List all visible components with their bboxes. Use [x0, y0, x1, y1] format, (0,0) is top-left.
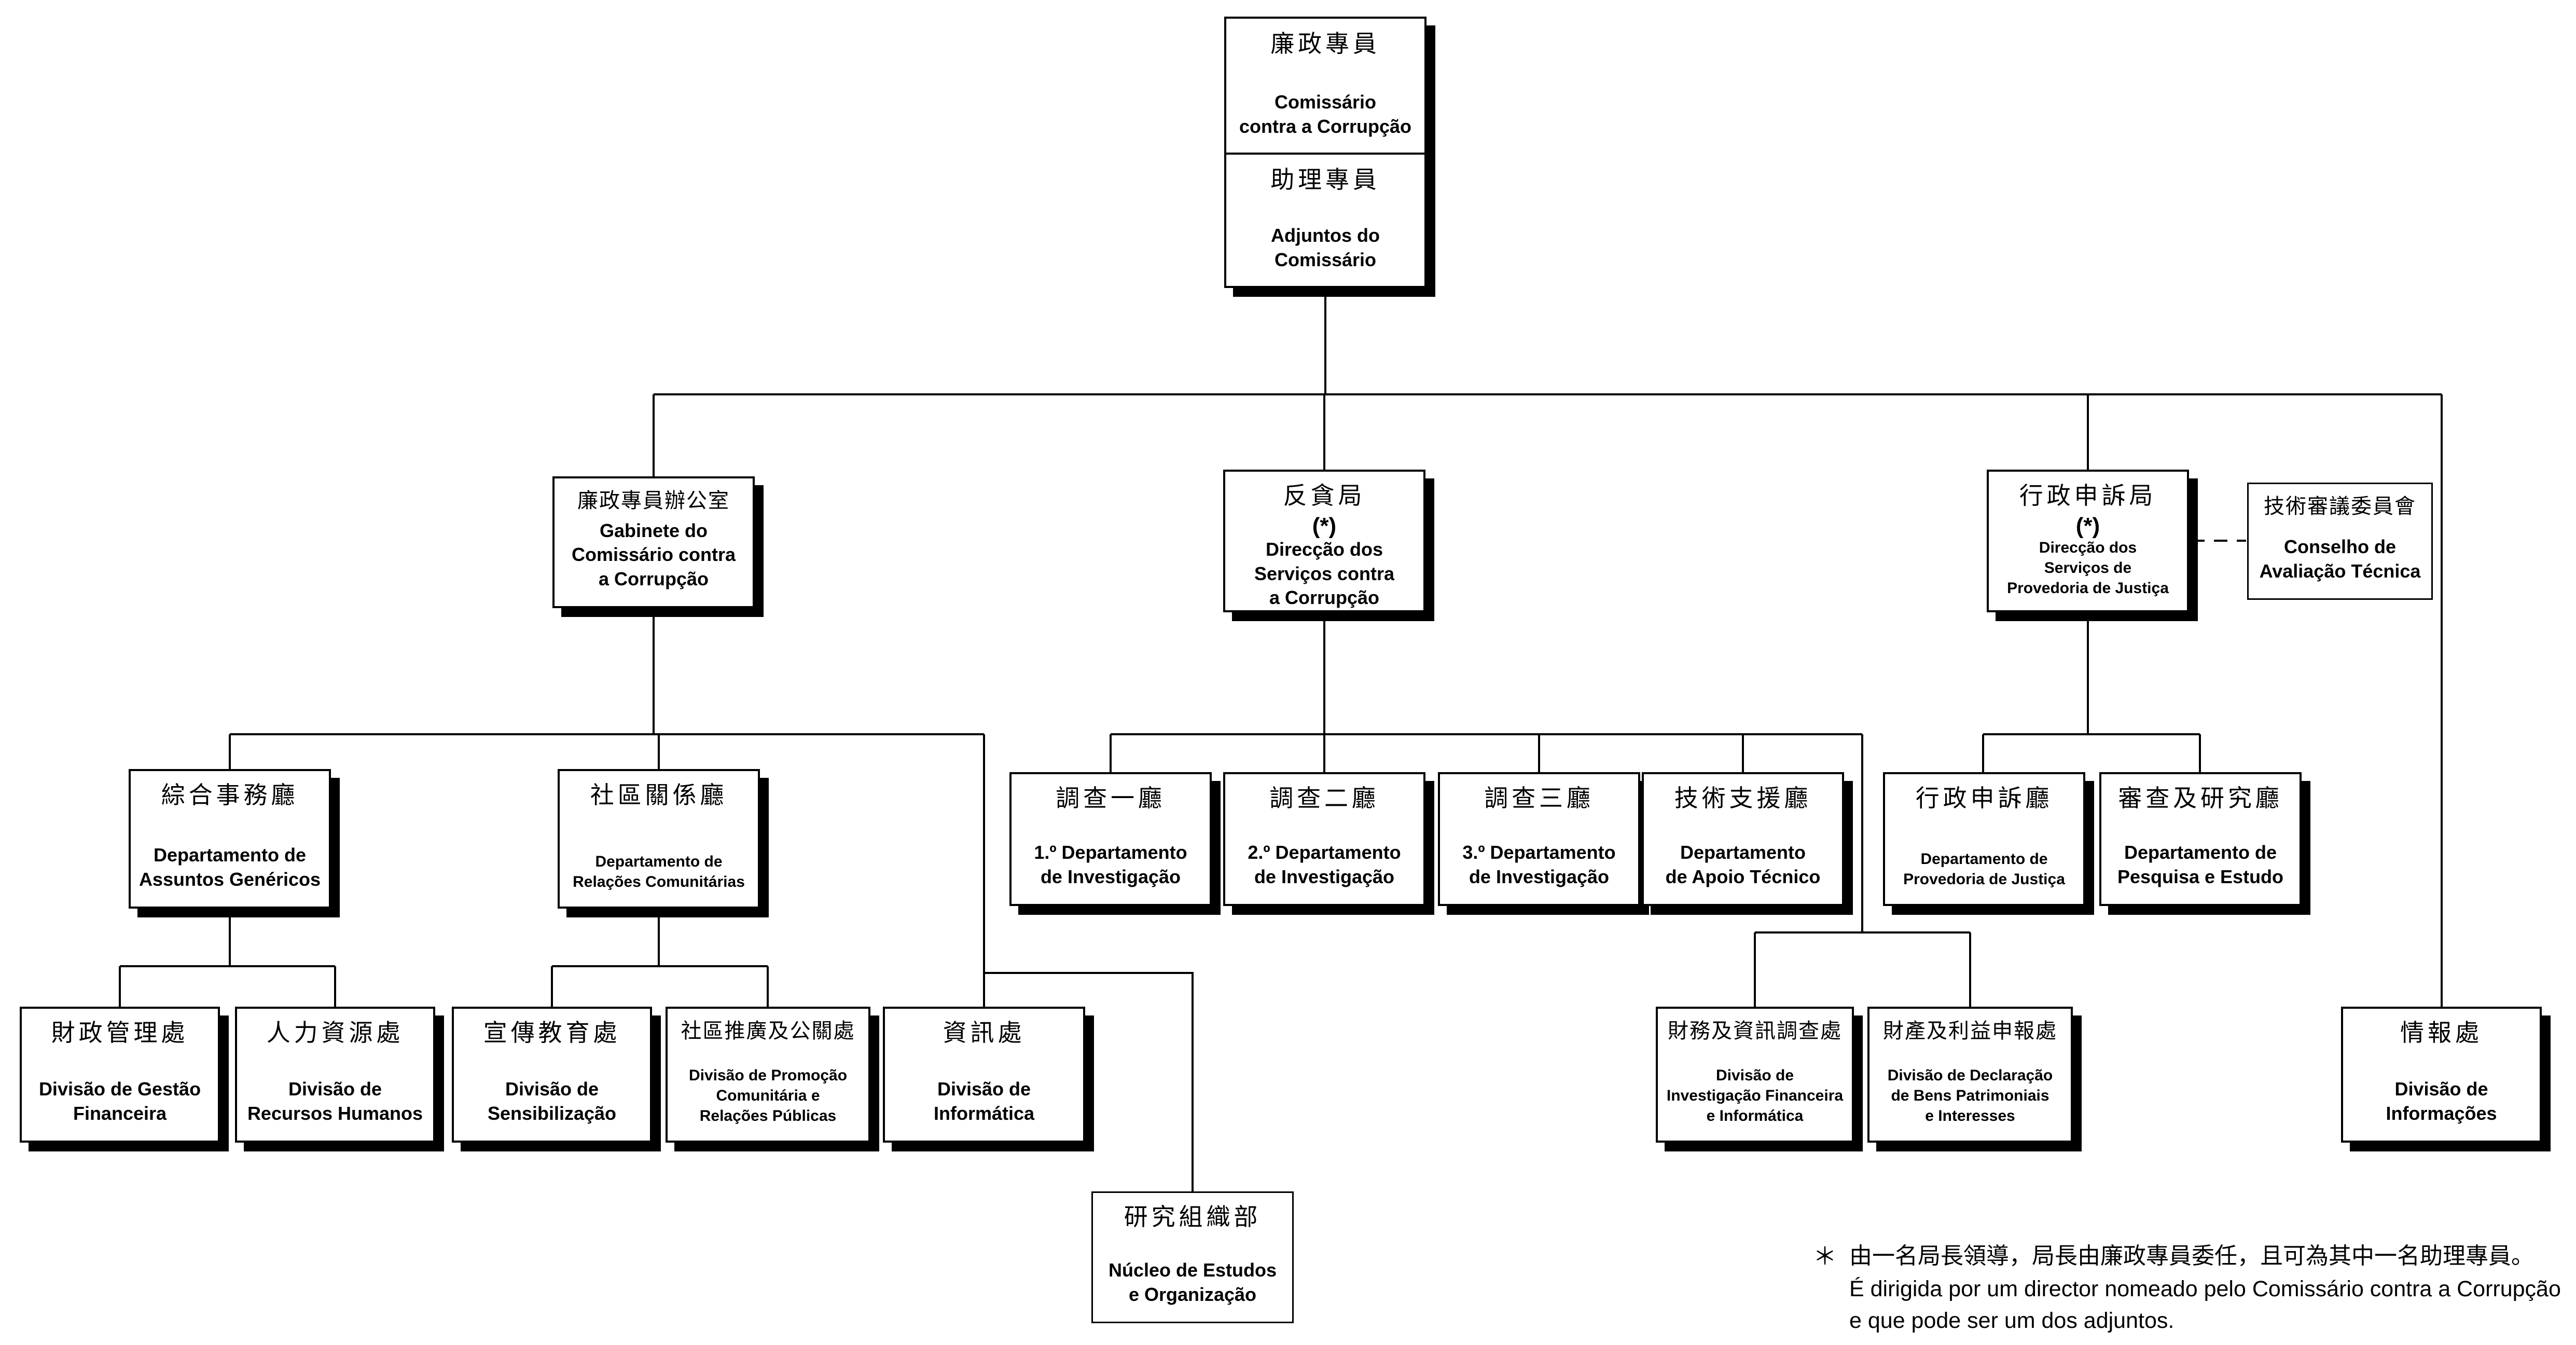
org-title-zh-inv1: 調查一廳 — [1056, 785, 1166, 812]
org-title-zh-ddbpi: 財產及利益申報處 — [1883, 1020, 2057, 1042]
org-box-dgf: 財政管理處 Divisão de Gestão Financeira — [20, 1007, 220, 1143]
org-title-zh-cat: 技術審議委員會 — [2264, 495, 2416, 518]
org-box-dscc-header: 反貪局 (*) — [1283, 482, 1366, 538]
org-title-zh-dscc: 反貪局 — [1283, 482, 1366, 509]
org-box-gabinete: 廉政專員辦公室 Gabinete do Comissário contra a … — [552, 476, 755, 608]
line-branch-nucleo — [984, 972, 1194, 1191]
org-title-pt-inv2: 2.º Departamento de Investigação — [1248, 842, 1401, 888]
org-title-zh-ds: 宣傳教育處 — [483, 1019, 621, 1046]
org-title-pt-dat: Departamento de Apoio Técnico — [1665, 842, 1821, 888]
org-title-zh-dinf: 情報處 — [2400, 1019, 2483, 1046]
org-title-pt-dpj: Departamento de Provedoria de Justiça — [1903, 850, 2065, 888]
org-title-pt-gabinete: Gabinete do Comissário contra a Corrupçã… — [571, 519, 736, 590]
footnote-text: 由一名局長領導，局長由廉政專員委任，且可為其中一名助理專員。 É dirigid… — [1849, 1239, 2561, 1337]
org-title-zh-difi: 財務及資訊調查處 — [1668, 1020, 1842, 1042]
org-title-pt-difi: Divisão de Investigação Financeira e Inf… — [1666, 1067, 1844, 1124]
org-title-zh-dag: 綜合事務廳 — [161, 781, 299, 808]
org-title-zh-dpe: 審查及研究廳 — [2118, 785, 2283, 812]
org-box-di: 資訊處 Divisão de Informática — [883, 1007, 1085, 1143]
org-box-dag: 綜合事務廳 Departamento de Assuntos Genéricos — [129, 769, 331, 909]
org-title-pt-drc: Departamento de Relações Comunitárias — [573, 853, 745, 890]
org-box-dscc: 反貪局 (*) Direcção dos Serviços contra a C… — [1223, 470, 1425, 612]
org-title-pt-dpe: Departamento de Pesquisa e Estudo — [2117, 842, 2284, 888]
org-box-comissario: 廉政專員 Comissário contra a Corrupção 助理專員 … — [1224, 17, 1427, 288]
org-box-adjuntos: 助理專員 Adjuntos do Comissário — [1226, 152, 1424, 286]
org-box-difi: 財務及資訊調查處 Divisão de Investigação Finance… — [1656, 1007, 1854, 1143]
org-title-pt-dgf: Divisão de Gestão Financeira — [38, 1078, 201, 1124]
org-title-zh-dpj: 行政申訴廳 — [1915, 785, 2053, 812]
org-box-dat: 技術支援廳 Departamento de Apoio Técnico — [1642, 772, 1844, 906]
org-title-zh-comissario: 廉政專員 — [1270, 30, 1380, 57]
org-title-zh-inv3: 調查三廳 — [1484, 785, 1594, 812]
org-box-drh: 人力資源處 Divisão de Recursos Humanos — [235, 1007, 435, 1143]
org-title-zh-dpcrp: 社區推廣及公關處 — [681, 1020, 855, 1042]
org-title-zh-dat: 技術支援廳 — [1674, 785, 1812, 812]
footnote-text-zh: 由一名局長領導，局長由廉政專員委任，且可為其中一名助理專員。 — [1849, 1243, 2534, 1269]
org-box-dspj: 行政申訴局 (*) Direcção dos Serviços de Prove… — [1987, 470, 2189, 612]
asterisk-reference-dscc: (*) — [1312, 513, 1337, 539]
org-title-zh-inv2: 調查二廳 — [1269, 785, 1379, 812]
org-title-zh-di: 資訊處 — [943, 1019, 1026, 1046]
org-title-pt-inv1: 1.º Departamento de Investigação — [1034, 842, 1187, 888]
org-title-pt-dpcrp: Divisão de Promoção Comunitária e Relaçõ… — [688, 1067, 848, 1124]
org-title-pt-inv3: 3.º Departamento de Investigação — [1462, 842, 1616, 888]
org-title-zh-drh: 人力資源處 — [266, 1019, 404, 1046]
org-box-inv2: 調查二廳 2.º Departamento de Investigação — [1223, 772, 1425, 906]
org-title-zh-neo: 研究組織部 — [1124, 1203, 1262, 1230]
org-box-cat: 技術審議委員會 Conselho de Avaliação Técnica — [2247, 483, 2433, 600]
org-title-pt-ddbpi: Divisão de Declaração de Bens Patrimonia… — [1887, 1067, 2053, 1124]
org-box-ddbpi: 財產及利益申報處 Divisão de Declaração de Bens P… — [1867, 1007, 2073, 1143]
org-box-comissario-upper: 廉政專員 Comissário contra a Corrupção — [1226, 19, 1424, 153]
asterisk-reference-dspj: (*) — [2075, 513, 2100, 539]
footnote-text-pt: É dirigida por um director nomeado pelo … — [1849, 1277, 2561, 1334]
org-title-pt-dscc: Direcção dos Serviços contra a Corrupção — [1254, 538, 1395, 609]
org-title-zh-drc: 社區關係廳 — [590, 781, 728, 808]
org-box-neo: 研究組織部 Núcleo de Estudos e Organização — [1091, 1191, 1294, 1323]
org-box-inv1: 調查一廳 1.º Departamento de Investigação — [1009, 772, 1212, 906]
footnote: ＊ 由一名局長領導，局長由廉政專員委任，且可為其中一名助理專員。 É dirig… — [1813, 1239, 2570, 1337]
org-title-pt-dspj: Direcção dos Serviços de Provedoria de J… — [2007, 539, 2169, 597]
org-title-pt-ds: Divisão de Sensibilização — [487, 1078, 617, 1124]
org-title-zh-dspj: 行政申訴局 — [2019, 482, 2157, 509]
org-title-pt-comissario: Comissário contra a Corrupção — [1239, 91, 1412, 137]
org-box-dpj: 行政申訴廳 Departamento de Provedoria de Just… — [1883, 772, 2085, 906]
org-title-zh-dgf: 財政管理處 — [51, 1019, 189, 1046]
org-box-inv3: 調查三廳 3.º Departamento de Investigação — [1438, 772, 1640, 906]
org-title-pt-neo: Núcleo de Estudos e Organização — [1108, 1259, 1277, 1306]
org-title-pt-drh: Divisão de Recursos Humanos — [247, 1078, 423, 1124]
org-title-pt-dinf: Divisão de Informações — [2386, 1078, 2497, 1124]
org-box-dpe: 審查及研究廳 Departamento de Pesquisa e Estudo — [2099, 772, 2302, 906]
org-box-dspj-header: 行政申訴局 (*) — [2019, 482, 2157, 538]
org-title-pt-adjuntos: Adjuntos do Comissário — [1271, 225, 1380, 271]
org-title-zh-gabinete: 廉政專員辦公室 — [577, 489, 730, 512]
org-box-dpcrp: 社區推廣及公關處 Divisão de Promoção Comunitária… — [666, 1007, 870, 1143]
org-title-pt-dag: Departamento de Assuntos Genéricos — [139, 844, 321, 890]
asterisk-icon: ＊ — [1813, 1243, 1837, 1270]
org-box-drc: 社區關係廳 Departamento de Relações Comunitár… — [558, 769, 760, 909]
org-title-pt-di: Divisão de Informática — [933, 1078, 1035, 1124]
org-title-zh-adjuntos: 助理專員 — [1270, 166, 1380, 193]
org-title-pt-cat: Conselho de Avaliação Técnica — [2259, 536, 2421, 582]
org-box-dinf: 情報處 Divisão de Informações — [2341, 1007, 2542, 1143]
org-box-ds: 宣傳教育處 Divisão de Sensibilização — [452, 1007, 652, 1143]
